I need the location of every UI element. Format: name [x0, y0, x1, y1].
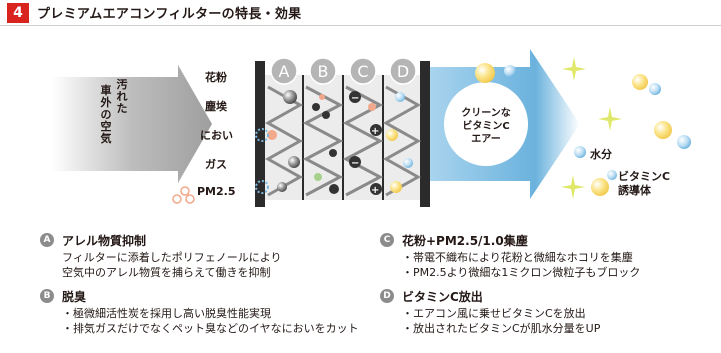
vitamin-ball — [475, 63, 495, 83]
feature-description: ・帯電不織布により花粉と微細なホコリを集塵 ・PM2.5より微細な1ミクロン微粒… — [402, 251, 641, 279]
pollutant-odor: におい — [200, 129, 233, 142]
sparkle-icon — [598, 107, 622, 131]
feature-title: ビタミンC放出 — [402, 290, 483, 304]
gas-icon — [255, 180, 269, 194]
feature-description: フィルターに添着したポリフェノールにより 空気中のアレル物質を捕らえて働きを抑制 — [62, 251, 282, 279]
vitamin-c-derivative-label: ビタミンC 誘導体 — [618, 170, 671, 197]
svg-text:−: − — [351, 93, 359, 104]
svg-text:+: + — [371, 185, 379, 196]
filter-letter: C — [357, 62, 368, 81]
feature-description: ・エアコン風に乗せビタミンCを放出 ・放出されたビタミンCが肌水分量をUP — [402, 307, 601, 335]
feature-description: ・極微細活性炭を採用し高い脱臭性能実現 ・排気ガスだけでなくペット臭などのイヤな… — [62, 307, 359, 335]
filter-label-a: A — [270, 57, 298, 85]
badge-d: D — [380, 289, 394, 303]
badge-b: B — [40, 289, 54, 303]
clean-air-circle — [444, 82, 528, 166]
feature-title: 脱臭 — [62, 290, 87, 304]
section-number: 4 — [7, 2, 29, 23]
filter-label-c: C — [349, 57, 377, 85]
filter-letter: D — [397, 62, 409, 81]
clean-air-label: クリーンな ビタミンC エアー — [461, 108, 511, 145]
sparkle-icon — [562, 57, 586, 81]
feature-title: 花粉+PM2.5/1.0集塵 — [402, 234, 528, 248]
filter-letter: A — [279, 62, 290, 81]
pollutant-dust: 塵埃 — [205, 100, 227, 113]
filter-frame-right — [420, 61, 430, 207]
water-label: 水分 — [590, 148, 612, 161]
vitamin-c-icon — [591, 178, 609, 196]
filter-label-d: D — [389, 57, 417, 85]
section-title: プレミアムエアコンフィルターの特長・効果 — [37, 7, 302, 22]
filter-frame-left — [255, 61, 265, 207]
pollutant-pollen: 花粉 — [205, 71, 227, 84]
section-header: 4 プレミアムエアコンフィルターの特長・効果 — [0, 0, 721, 26]
filter-label-b: B — [309, 57, 337, 85]
filter-illustration: − + − + A B C D — [52, 49, 691, 207]
badge-c: C — [380, 233, 394, 247]
pollutant-gas: ガス — [205, 158, 227, 171]
pm25-icon — [180, 186, 190, 196]
water-icon — [574, 146, 586, 158]
sparkle-icon — [561, 175, 585, 199]
filter-diagram: − + − + A B C D — [0, 27, 721, 212]
svg-text:+: + — [371, 126, 379, 137]
pollutant-pm25: PM2.5 — [197, 185, 236, 198]
filter-letter: B — [318, 62, 329, 81]
feature-legend: A アレル物質抑制 フィルターに添着したポリフェノールにより 空気中のアレル物質… — [40, 232, 720, 353]
dirty-air-arrow — [52, 65, 212, 183]
svg-text:−: − — [351, 158, 359, 169]
badge-a: A — [40, 233, 54, 247]
feature-title: アレル物質抑制 — [62, 234, 147, 248]
odor-icon — [255, 128, 269, 142]
